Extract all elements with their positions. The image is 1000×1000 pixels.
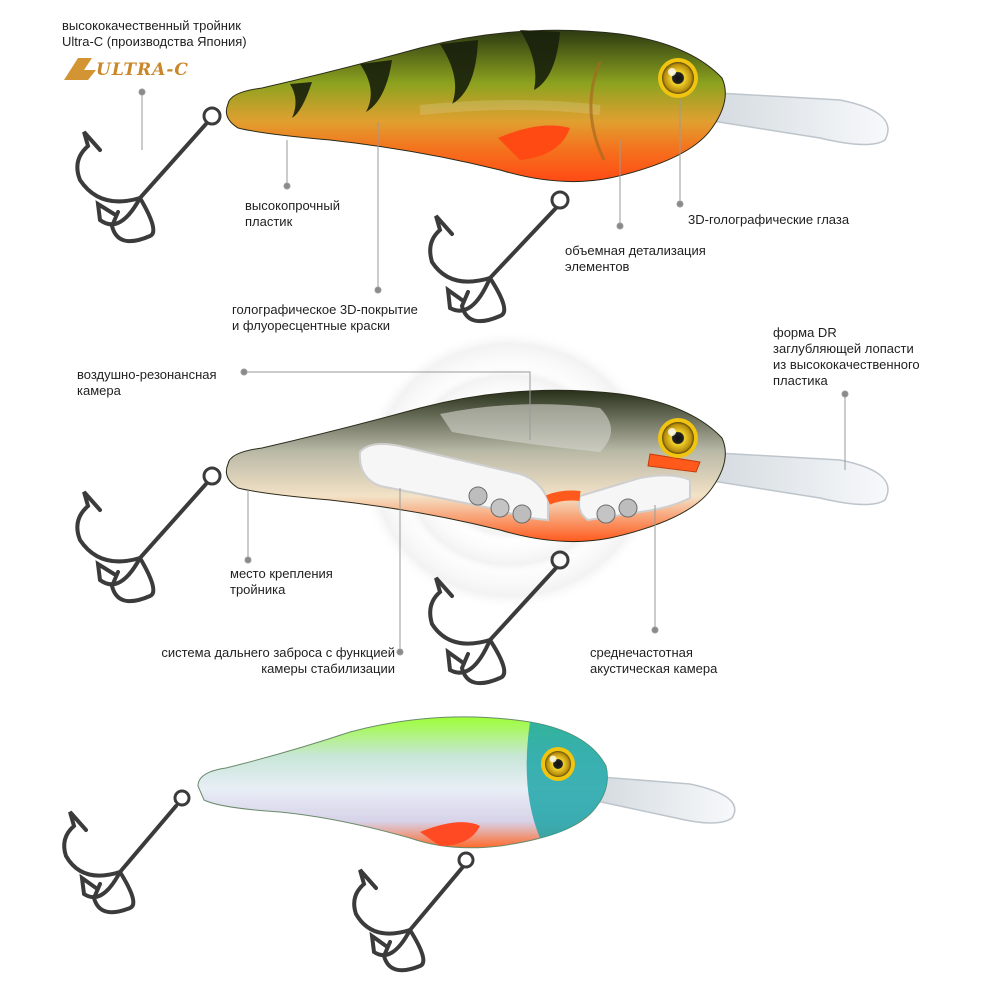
diving-lip xyxy=(587,775,736,824)
label-plastic: высокопрочный пластик xyxy=(245,198,340,229)
diving-lip xyxy=(699,91,889,146)
lure-perch-cutaway xyxy=(75,389,889,686)
label-details: объемная детализация элементов xyxy=(565,243,706,274)
rattle-balls xyxy=(468,486,638,524)
label-treble-hook: высококачественный тройник Ultra-C (прои… xyxy=(62,18,247,49)
belly-treble-hook xyxy=(352,851,475,973)
label-acoustic-chamber: среднечастотная акустическая камера xyxy=(590,645,718,676)
pectoral-fin xyxy=(498,125,570,160)
air-resonance-chamber xyxy=(440,404,611,452)
label-lip: форма DR заглубляющей лопасти из высокок… xyxy=(773,325,920,388)
ultra-c-logo-text: ULTRA-C xyxy=(96,60,189,80)
eye-icon xyxy=(658,418,698,458)
label-eyes: 3D-голографические глаза xyxy=(688,212,850,227)
lure-perch-exterior xyxy=(75,29,889,324)
perch-stripes xyxy=(290,30,560,118)
belly-treble-hook xyxy=(428,550,570,686)
tail-treble-hook xyxy=(62,789,191,915)
eye-icon xyxy=(541,747,575,781)
label-coating: голографическое 3D-покрытие и флуоресцен… xyxy=(232,302,418,333)
leader-lines xyxy=(138,88,849,656)
lure-holographic xyxy=(62,716,736,973)
diving-lip xyxy=(699,451,889,506)
label-hook-mount: место крепления тройника xyxy=(230,566,333,597)
tail-treble-hook xyxy=(75,106,222,244)
belly-treble-hook xyxy=(428,190,570,324)
ultra-c-logo xyxy=(64,58,96,80)
label-air-chamber: воздушно-резонансная камера xyxy=(77,367,217,398)
eye-icon xyxy=(658,58,698,98)
tail-treble-hook xyxy=(75,466,222,604)
label-casting-system: система дальнего заброса с функцией каме… xyxy=(161,645,395,676)
lure-body xyxy=(225,29,726,183)
